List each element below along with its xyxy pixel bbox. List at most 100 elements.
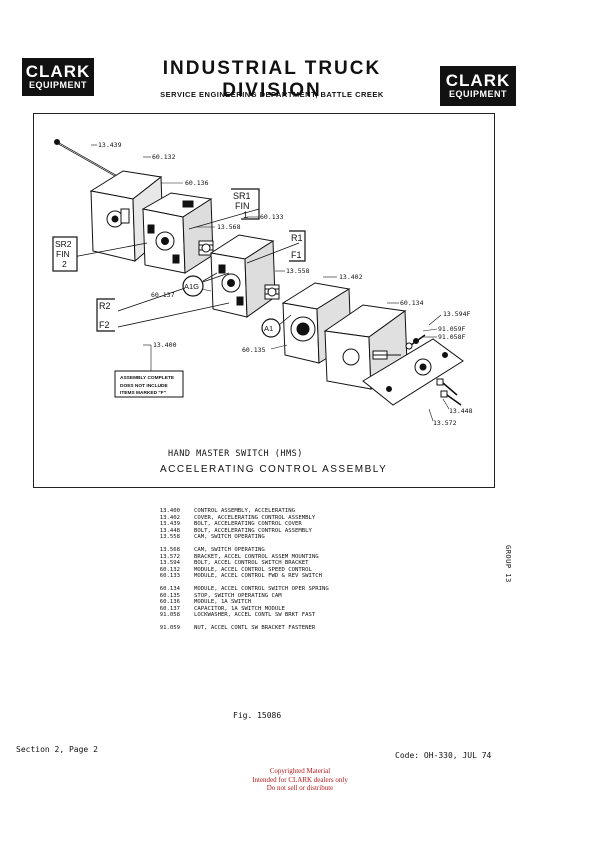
part-labels: 13.439 60.132 60.136 60.133 13.568 13.55… bbox=[98, 141, 473, 427]
part-number: 13.572 bbox=[159, 553, 180, 560]
figure-caption-title: HAND MASTER SWITCH (HMS) bbox=[168, 449, 303, 459]
terminal-r1-f1: F1 bbox=[291, 250, 302, 260]
part-number: 91.058 bbox=[159, 612, 180, 619]
label-60132: 60.132 bbox=[152, 153, 176, 161]
module-60132-drawing bbox=[89, 170, 164, 263]
assembly-note-box: ASSEMBLY COMPLETE DOES NOT INCLUDE ITEMS… bbox=[114, 370, 184, 398]
part-row: 13.568 CAM, SWITCH OPERATING bbox=[146, 547, 329, 554]
clark-logo-left: CLARK EQUIPMENT bbox=[22, 58, 94, 96]
part-number: 60.137 bbox=[159, 605, 180, 612]
copyright-line: Copyrighted Material bbox=[269, 767, 331, 775]
figure-number: Fig. 15086 bbox=[233, 711, 282, 720]
part-description: LOCKWASHER, ACCEL CONTL SW BRKT FAST bbox=[194, 612, 316, 619]
part-number: 13.400 bbox=[159, 508, 180, 514]
part-number: 91.059 bbox=[159, 624, 180, 631]
figure-caption-subtitle: ACCELERATING CONTROL ASSEMBLY bbox=[160, 464, 388, 475]
label-60133: 60.133 bbox=[260, 213, 284, 221]
parts-group: 91.059 NUT, ACCEL CONTL SW BRACKET FASTEN… bbox=[146, 625, 329, 632]
part-number: 60.135 bbox=[159, 592, 180, 599]
part-description: CAM, SWITCH OPERATING bbox=[194, 546, 265, 553]
part-description: NUT, ACCEL CONTL SW BRACKET FASTENER bbox=[194, 624, 316, 631]
division-title: INDUSTRIAL TRUCK DIVISION bbox=[162, 58, 382, 101]
part-description: BOLT, ACCELERATING CONTROL ASSEMBLY bbox=[194, 527, 312, 534]
copyright-line: Do not sell or distribute bbox=[266, 784, 334, 792]
terminal-r1-label: R1 bbox=[291, 233, 303, 243]
part-description: MODULE, 1A SWITCH bbox=[194, 599, 252, 606]
part-number: 13.402 bbox=[159, 514, 180, 521]
note-line1: ASSEMBLY COMPLETE bbox=[120, 375, 175, 381]
module-60136-drawing bbox=[141, 192, 214, 274]
label-91059: 91.059F bbox=[438, 325, 465, 333]
part-description: MODULE, ACCEL CONTROL SWITCH OPER SPRING bbox=[194, 585, 329, 592]
cam-13558-drawing bbox=[264, 284, 280, 300]
part-description: MODULE, ACCEL CONTROL SPEED CONTROL bbox=[194, 566, 312, 573]
logo-subline: EQUIPMENT bbox=[28, 80, 87, 90]
part-description: BOLT, ACCELERATING CONTROL COVER bbox=[194, 521, 302, 528]
label-60137: 60.137 bbox=[151, 291, 175, 299]
terminal-r2: R2 F2 bbox=[96, 298, 115, 332]
part-row: 60.135 STOP, SWITCH OPERATING CAM bbox=[146, 593, 329, 600]
terminal-r1: R1 F1 bbox=[289, 230, 306, 262]
label-13568: 13.568 bbox=[217, 223, 241, 231]
label-60135: 60.135 bbox=[242, 346, 266, 354]
note-line3: ITEMS MARKED "F" bbox=[120, 390, 166, 396]
terminal-sr2-label: SR2 bbox=[55, 239, 72, 249]
label-13439: 13.439 bbox=[98, 141, 122, 149]
part-number: 13.558 bbox=[159, 534, 180, 541]
label-13594: 13.594F bbox=[443, 310, 470, 318]
part-row: 13.402 COVER, ACCELERATING CONTROL ASSEMB… bbox=[146, 515, 329, 522]
terminal-sr1-num: 1 bbox=[243, 210, 248, 220]
label-13558: 13.558 bbox=[286, 267, 310, 275]
terminal-sr2-fin: FIN bbox=[56, 249, 70, 259]
clark-logo-right: CLARK EQUIPMENT bbox=[440, 66, 516, 106]
part-description: MODULE, ACCEL CONTROL FWD & REV SWITCH bbox=[194, 573, 322, 580]
part-number: 13.568 bbox=[159, 546, 180, 553]
part-number: 60.133 bbox=[159, 573, 180, 580]
label-13448: 13.448 bbox=[449, 407, 473, 415]
bracket-13572-drawing bbox=[362, 338, 464, 406]
bolt-13439-drawing bbox=[54, 139, 126, 182]
part-number: 13.439 bbox=[159, 521, 180, 528]
terminal-a1g-label: A1G bbox=[184, 282, 199, 291]
terminal-wires bbox=[72, 208, 300, 328]
terminal-sr1: SR1 FIN 1 bbox=[231, 188, 260, 220]
terminal-sr2-num: 2 bbox=[62, 259, 67, 269]
department-subtitle: SERVICE ENGINEERING DEPARTMENT, BATTLE C… bbox=[160, 90, 384, 99]
part-row: 91.058 LOCKWASHER, ACCEL CONTL SW BRKT FA… bbox=[146, 612, 329, 619]
part-number: 13.594 bbox=[159, 560, 180, 567]
terminal-sr1-fin: FIN bbox=[235, 201, 250, 211]
terminal-sr1-label: SR1 bbox=[233, 191, 251, 201]
part-row: 13.448 BOLT, ACCELERATING CONTROL ASSEMBL… bbox=[146, 528, 329, 535]
terminal-a1-label: A1 bbox=[264, 324, 273, 333]
copyright-line: Intended for CLARK dealers only bbox=[252, 775, 348, 784]
part-description: STOP, SWITCH OPERATING CAM bbox=[194, 592, 282, 599]
part-number: 13.448 bbox=[159, 527, 180, 534]
label-60136: 60.136 bbox=[185, 179, 209, 187]
part-number: 60.136 bbox=[159, 599, 180, 606]
label-13402: 13.402 bbox=[339, 273, 363, 281]
part-description: COVER, ACCELERATING CONTROL ASSEMBLY bbox=[194, 514, 316, 521]
terminal-a1: A1 bbox=[261, 318, 281, 338]
note-line2: DOES NOT INCLUDE bbox=[120, 383, 169, 389]
leader-lines bbox=[91, 144, 450, 422]
exploded-assembly-diagram: 13.439 60.132 60.136 60.133 13.568 13.55… bbox=[52, 139, 473, 427]
part-row: 91.059 NUT, ACCEL CONTL SW BRACKET FASTEN… bbox=[146, 625, 329, 632]
label-13400: 13.400 bbox=[153, 341, 177, 349]
part-row: 60.133 MODULE, ACCEL CONTROL FWD & REV SW… bbox=[146, 573, 329, 580]
part-row: 13.439 BOLT, ACCELERATING CONTROL COVER bbox=[146, 521, 329, 528]
terminal-a1g: A1G bbox=[182, 275, 204, 297]
logo-subline: EQUIPMENT bbox=[448, 89, 507, 99]
terminal-r2-label: R2 bbox=[99, 301, 111, 311]
fasteners-drawing bbox=[405, 334, 462, 406]
label-91058: 91.058F bbox=[438, 333, 465, 341]
